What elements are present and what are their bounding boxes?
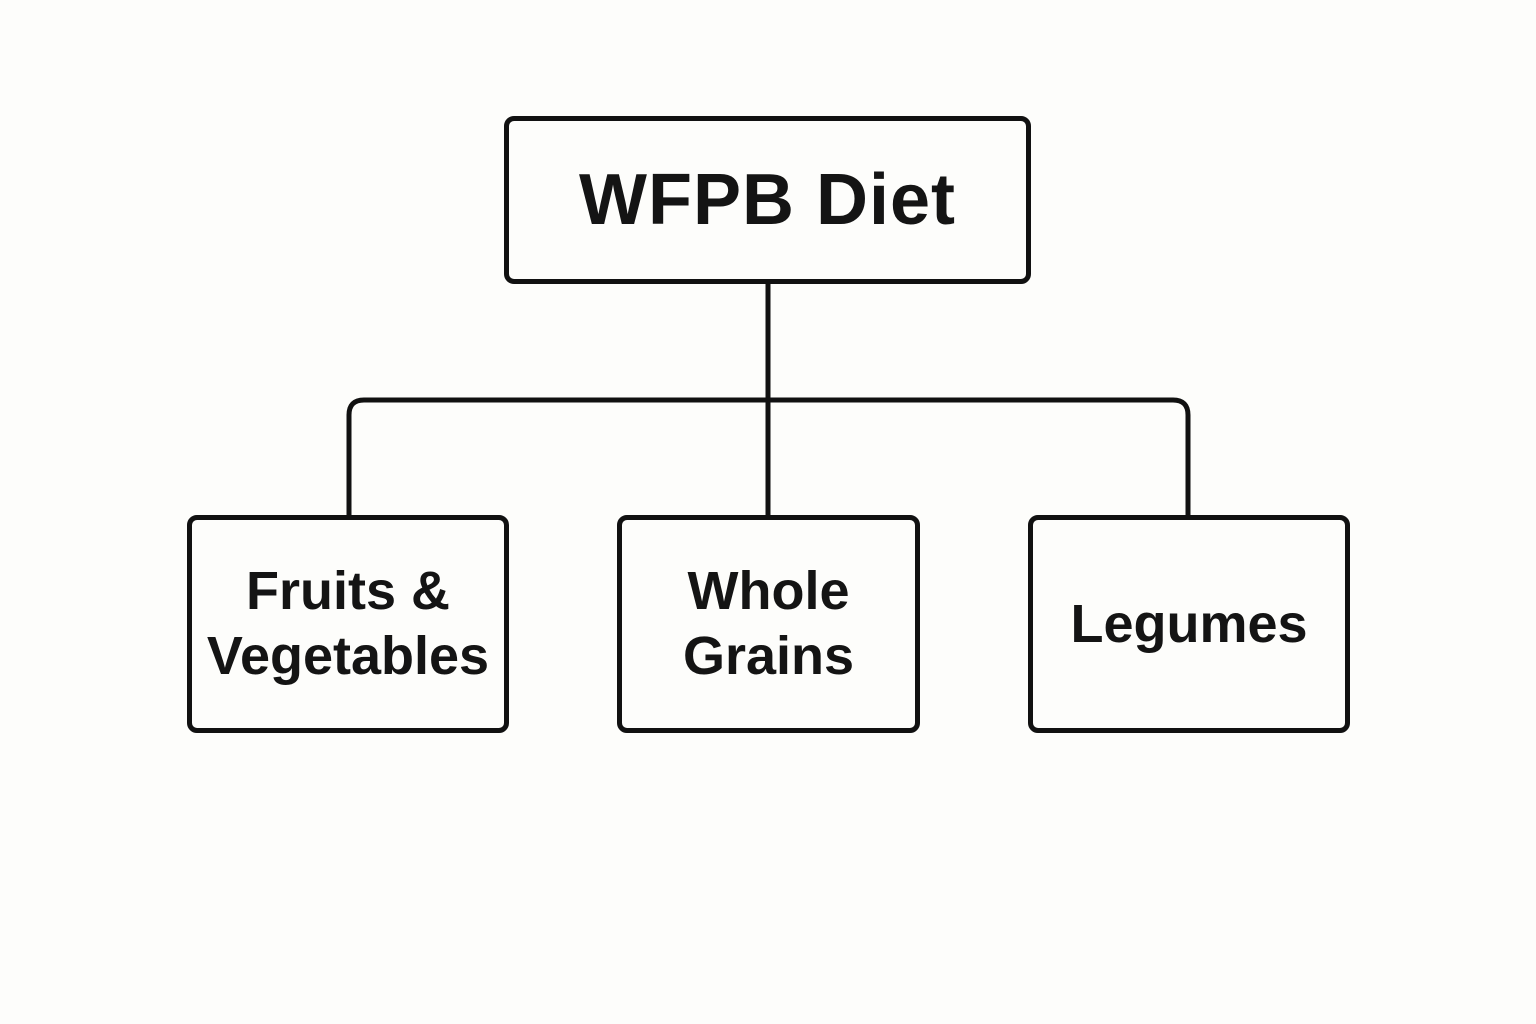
root-node-wfpb-diet: WFPB Diet [504, 116, 1031, 284]
child-node-whole-grains: Whole Grains [617, 515, 920, 733]
child-node-legumes: Legumes [1028, 515, 1350, 733]
child-node-fruits-vegetables: Fruits & Vegetables [187, 515, 509, 733]
child-node-label: Legumes [1070, 593, 1308, 654]
child-node-label: Fruits & Vegetables [206, 561, 490, 686]
root-node-label: WFPB Diet [579, 160, 956, 240]
child-node-label: Whole Grains [682, 561, 855, 686]
